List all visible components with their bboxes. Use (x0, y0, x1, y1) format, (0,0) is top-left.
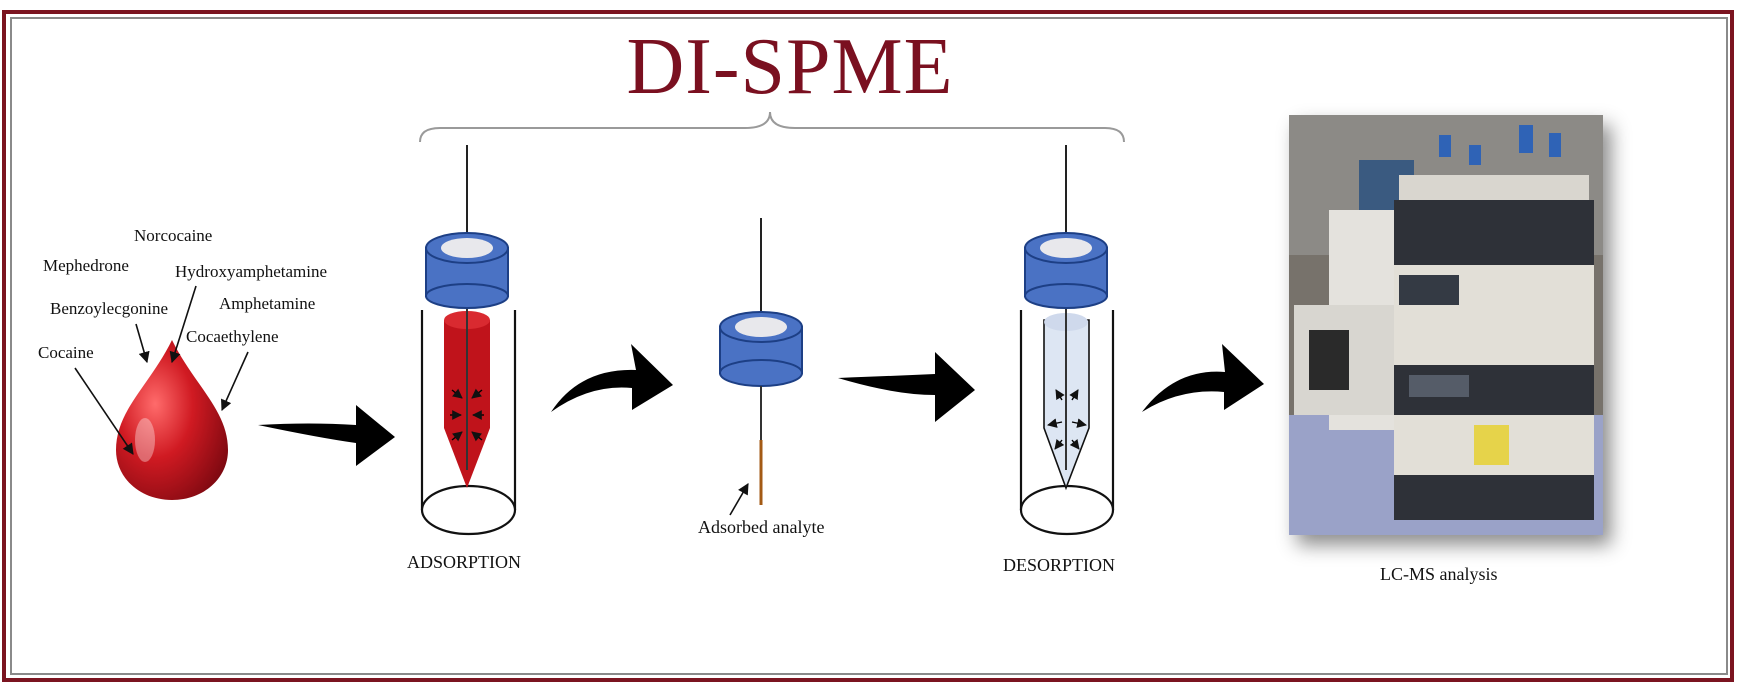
label-lcms-analysis: LC-MS analysis (1380, 564, 1498, 584)
desorption-vial-icon (1019, 145, 1115, 536)
outer-frame (2, 10, 1734, 682)
flow-arrow-2 (551, 344, 673, 412)
flow-arrow-3 (838, 352, 975, 422)
label-benzoylecgonine: Benzoylecgonine (50, 299, 169, 318)
label-norcocaine: Norcocaine (134, 226, 213, 245)
label-amphetamine: Amphetamine (219, 294, 316, 313)
pointer-adsorbed-analyte (729, 483, 749, 516)
spme-fiber-icon (719, 218, 803, 505)
lcms-instrument-photo (1289, 115, 1603, 535)
pointer-cocaethylene (221, 351, 249, 412)
blood-drop-icon (116, 340, 228, 500)
label-mephedrone: Mephedrone (43, 256, 129, 275)
adsorption-vial-icon (420, 145, 517, 536)
label-desorption: DESORPTION (1003, 555, 1116, 575)
label-adsorption: ADSORPTION (407, 552, 522, 572)
flow-arrow-1 (258, 405, 395, 466)
label-adsorbed-analyte: Adsorbed analyte (698, 517, 825, 537)
pointer-benzoylecgonine (135, 323, 150, 364)
label-cocaethylene: Cocaethylene (186, 327, 279, 346)
flow-arrow-4 (1142, 344, 1264, 412)
diagram-title: DI-SPME (626, 23, 954, 111)
pointer-cocaine (74, 367, 134, 455)
label-hydroxyamphetamine: Hydroxyamphetamine (175, 262, 328, 281)
grouping-brace (419, 111, 1125, 143)
inner-frame (10, 17, 1728, 675)
label-cocaine: Cocaine (38, 343, 94, 362)
pointer-hydroxyamphetamine (169, 285, 197, 364)
